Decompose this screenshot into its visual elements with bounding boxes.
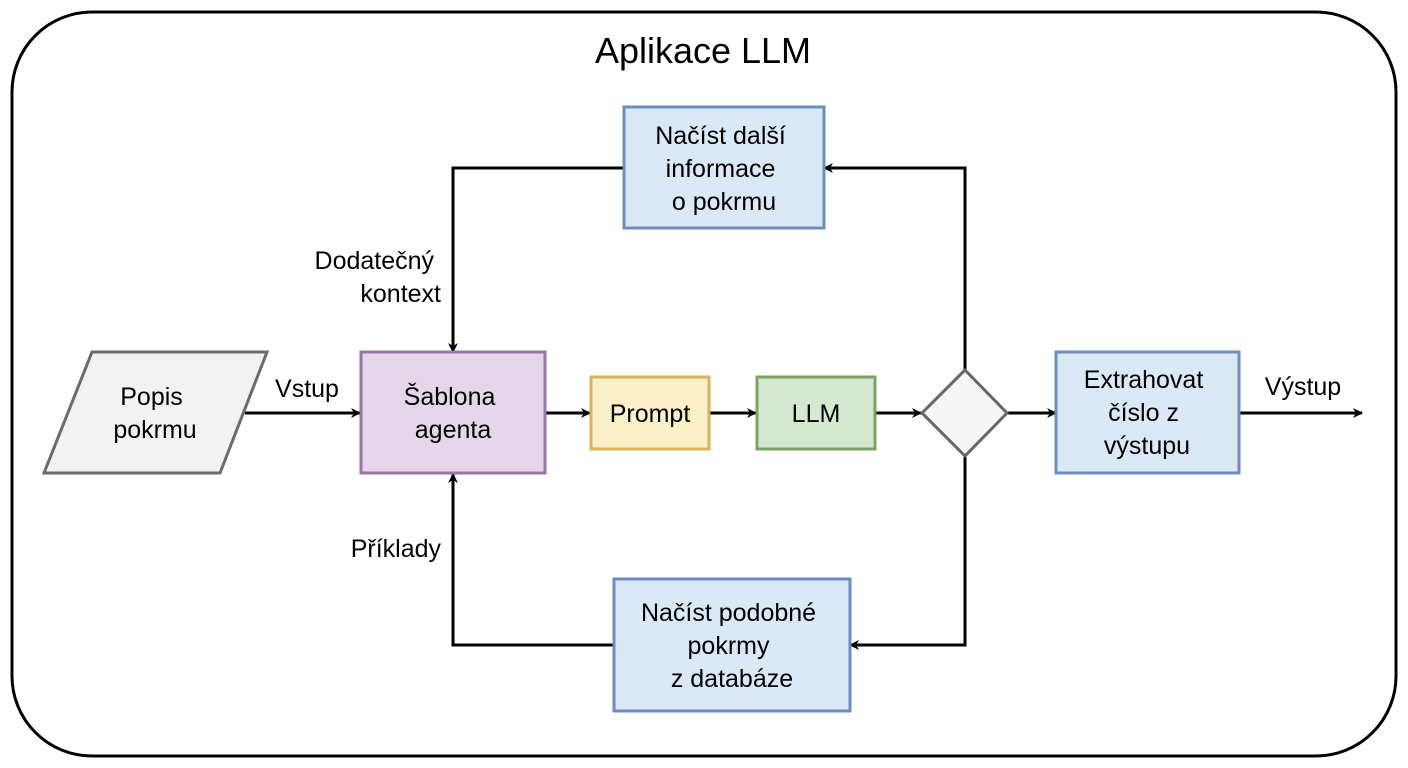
- template-box: [359, 350, 547, 475]
- template-label: Šablona agenta: [404, 382, 503, 444]
- prompt-box: [589, 375, 711, 451]
- edge-label-context: Dodatečný kontext: [315, 247, 442, 308]
- input-parallelogram: [41, 350, 270, 475]
- edge-label-input: Vstup: [275, 375, 339, 403]
- edges: [245, 163, 1363, 650]
- edge-label-output: Výstup: [1265, 373, 1341, 401]
- edge-decision-to-fetch-info: [823, 163, 967, 370]
- edge-decision-to-fetch-similar: [849, 456, 967, 650]
- edge-fetch-info-to-template: [448, 166, 624, 353]
- llm-label: LLM: [792, 400, 841, 428]
- edge-fetch-similar-to-template: [448, 473, 614, 647]
- fetch-info-box: [622, 105, 826, 230]
- fetch-similar-label: Načíst podobné pokrmy z databáze: [641, 599, 823, 693]
- fetch-info-label: Načíst další informace o pokrmu: [655, 122, 793, 216]
- llm-box: [755, 375, 877, 451]
- decision-diamond: [919, 367, 1010, 459]
- fetch-similar-box: [612, 577, 852, 713]
- extract-label: Extrahovat číslo z výstupu: [1084, 366, 1210, 460]
- extract-box: [1054, 350, 1241, 475]
- edge-label-examples: Příklady: [351, 535, 442, 563]
- diagram-title: Aplikace LLM: [595, 30, 811, 71]
- prompt-label: Prompt: [610, 400, 691, 428]
- input-label: Popis pokrmu: [113, 383, 196, 444]
